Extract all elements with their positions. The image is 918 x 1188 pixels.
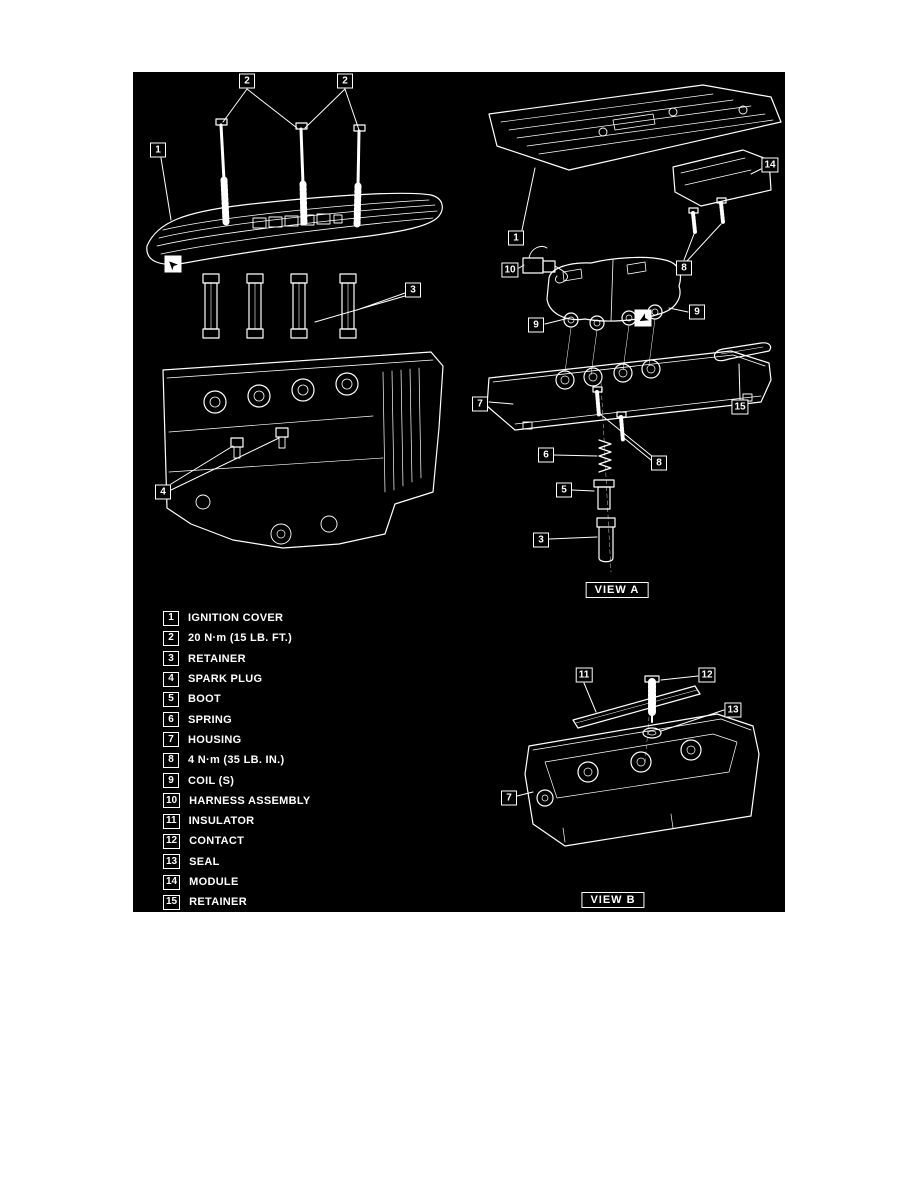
left-assembly-art xyxy=(146,88,444,549)
callout-6: 6 xyxy=(538,447,554,463)
callout-8: 8 xyxy=(651,455,667,471)
legend-number-box: 10 xyxy=(163,793,181,809)
legend-item-label: MODULE xyxy=(189,876,239,888)
legend-item: 6 SPRING xyxy=(163,709,310,729)
legend-item: 13 SEAL xyxy=(163,852,310,872)
legend-number-box: 7 xyxy=(163,732,179,748)
legend-item: 7 HOUSING xyxy=(163,730,310,750)
callout-7: 7 xyxy=(501,790,517,806)
callout-1: 1 xyxy=(508,230,524,246)
callout-9: 9 xyxy=(689,304,705,320)
callout-4: 4 xyxy=(155,484,171,500)
legend-item-label: BOOT xyxy=(188,693,221,706)
legend-item-label: IGNITION COVER xyxy=(188,612,284,625)
legend-item-label: 20 N·m (15 LB. FT.) xyxy=(188,632,293,645)
legend-item: 5 BOOT xyxy=(163,689,310,709)
callout-8: 8 xyxy=(676,260,692,276)
legend-item: 9 COIL (S) xyxy=(163,770,310,790)
callout-2: 2 xyxy=(239,73,255,89)
legend-number-box: 9 xyxy=(163,773,179,789)
legend-item-label: RETAINER xyxy=(188,652,246,665)
legend-item-label: SEAL xyxy=(189,855,220,868)
legend-item: 11 INSULATOR xyxy=(163,811,310,831)
legend-number-box: 14 xyxy=(163,874,181,890)
legend-number-box: 12 xyxy=(163,833,181,849)
legend-item-label: INSULATOR xyxy=(188,815,255,828)
callout-3: 3 xyxy=(533,532,549,548)
legend-item: 8 4 N·m (35 LB. IN.) xyxy=(163,750,310,770)
callout-2: 2 xyxy=(337,73,353,89)
legend-number-box: 1 xyxy=(163,610,179,626)
callout-15: 15 xyxy=(731,399,749,415)
callout-9: 9 xyxy=(528,317,544,333)
view-direction-arrow-icon: ➤ xyxy=(634,309,652,327)
legend-item-label: HOUSING xyxy=(188,733,242,746)
legend-number-box: 11 xyxy=(163,813,180,829)
callout-12: 12 xyxy=(698,667,716,683)
legend-item: 2 20 N·m (15 LB. FT.) xyxy=(163,628,310,648)
view-a-art xyxy=(486,84,782,573)
legend-item-label: RETAINER xyxy=(189,896,247,909)
legend-item: 10 HARNESS ASSEMBLY xyxy=(163,791,310,811)
legend-item-label: SPARK PLUG xyxy=(188,673,263,686)
callout-11: 11 xyxy=(575,667,593,683)
legend-number-box: 8 xyxy=(163,752,179,768)
view-direction-arrow-icon: ➤ xyxy=(164,255,182,273)
view-b-label: VIEW B xyxy=(581,892,645,908)
legend-number-box: 2 xyxy=(163,630,179,646)
legend-item: 3 RETAINER xyxy=(163,649,310,669)
legend-item-label: SPRING xyxy=(188,713,232,726)
legend-number-box: 4 xyxy=(163,671,179,687)
callout-5: 5 xyxy=(556,482,572,498)
legend-item: 1 IGNITION COVER xyxy=(163,608,310,628)
legend-item: 14 MODULE xyxy=(163,872,310,892)
legend-item: 12 CONTACT xyxy=(163,831,310,851)
legend-number-box: 15 xyxy=(163,894,181,910)
callout-3: 3 xyxy=(405,282,421,298)
legend-number-box: 6 xyxy=(163,712,179,728)
legend-number-box: 5 xyxy=(163,691,179,707)
legend-number-box: 3 xyxy=(163,651,179,667)
legend-item-label: 4 N·m (35 LB. IN.) xyxy=(188,754,285,767)
legend-item-label: COIL (S) xyxy=(188,774,235,787)
legend-item: 15 RETAINER xyxy=(163,892,310,912)
legend-number-box: 13 xyxy=(163,854,181,870)
callout-13: 13 xyxy=(724,702,742,718)
callout-7: 7 xyxy=(472,396,488,412)
callout-1: 1 xyxy=(150,142,166,158)
legend-item: 4 SPARK PLUG xyxy=(163,669,310,689)
legend-item-label: CONTACT xyxy=(189,835,245,848)
callout-14: 14 xyxy=(761,157,779,173)
callout-10: 10 xyxy=(501,262,519,278)
view-a-label: VIEW A xyxy=(585,582,649,598)
view-b-art xyxy=(516,675,760,847)
exploded-view-line-art xyxy=(146,84,782,847)
legend-item-label: HARNESS ASSEMBLY xyxy=(189,794,311,807)
